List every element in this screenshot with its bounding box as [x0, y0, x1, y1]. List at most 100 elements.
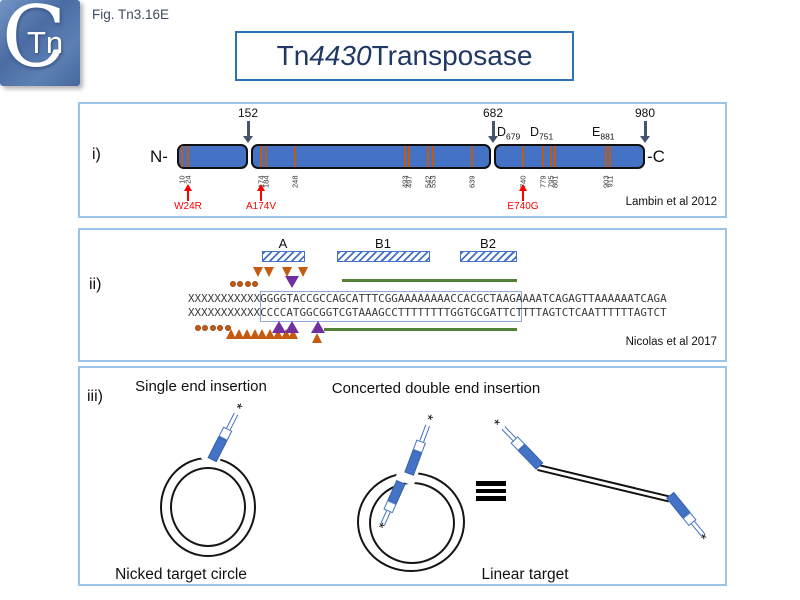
logo-c-glyph: C: [2, 0, 67, 86]
residue-tick: [265, 146, 267, 167]
nick-dot-icon: [210, 325, 216, 331]
tick-label: 553: [428, 175, 438, 189]
nick-dot-icon: [237, 281, 243, 287]
region-a-label: A: [278, 236, 288, 251]
c-terminus-label: -C: [647, 147, 665, 166]
sequence-bottom-strand: XXXXXXXXXXXCCCCATGGCGGTCGTAAAGCCTTTTTTTT…: [188, 306, 667, 319]
citation-lambin: Lambin et al 2012: [625, 196, 717, 208]
transposon-end-arm: *: [665, 491, 713, 547]
boundary-arrow-icon: [488, 136, 498, 143]
cleavage-triangle-icon: [273, 329, 283, 339]
title-prefix: Tn: [276, 40, 310, 71]
residue-d679: D679: [497, 125, 521, 142]
linear-target-dna: [537, 464, 671, 503]
heading-double-end: Concerted double end insertion: [331, 380, 541, 397]
nick-dot-icon: [230, 281, 236, 287]
residue-tick: [294, 146, 296, 167]
domain-3-catalytic: [494, 144, 645, 169]
hatched-region-icon: [262, 251, 305, 262]
panel-insertion-products: iii) Single end insertion Concerted doub…: [78, 366, 727, 586]
transposon-end-arm: *: [207, 400, 246, 463]
nick-dot-icon: [202, 325, 208, 331]
n-terminus-label: N-: [150, 147, 168, 166]
residue-tick: [408, 146, 410, 167]
cleavage-triangle-icon: [288, 329, 298, 339]
tick-label: 639: [467, 175, 477, 189]
boundary-arrow-icon: [243, 136, 253, 143]
mutation-arrow-icon: [257, 184, 265, 191]
cleavage-triangle-icon: [312, 333, 322, 343]
boundary-152: 152: [237, 106, 259, 120]
target-circle-inner: [170, 467, 246, 547]
panel-end-sequence: ii) A B1 B2 XXXXXXXXXXXGGGGTACCGCCAGCATT…: [78, 228, 727, 362]
residue-tick: [554, 146, 556, 167]
residue-tick: [609, 146, 611, 167]
tick-label: 184: [261, 175, 271, 189]
panel-iii-label: iii): [87, 388, 103, 405]
residue-d751: D751: [530, 125, 554, 142]
boundary-arrow-icon: [492, 121, 495, 137]
region-b2-label: B2: [480, 236, 496, 251]
residue-tick: [187, 146, 189, 167]
transposon-end-blue: [207, 436, 228, 463]
tick-label: 801: [550, 175, 560, 189]
transposon-end-arm: *: [491, 416, 544, 471]
cleavage-triangle-icon: [281, 329, 291, 339]
residue-tick: [471, 146, 473, 167]
residue-tick: [404, 146, 406, 167]
hatched-region-icon: [337, 251, 430, 262]
mutation-e740g: E740G: [507, 201, 539, 212]
tick-label: 740: [518, 175, 528, 189]
residue-tick: [605, 146, 607, 167]
cleavage-triangle-icon: [282, 267, 292, 277]
cleavage-triangle-icon: [253, 267, 263, 277]
residue-tick: [432, 146, 434, 167]
mutation-arrow-icon: [522, 190, 524, 201]
transposon-end-arm: *: [403, 411, 436, 476]
panel-ii-label: ii): [89, 276, 102, 293]
boundary-arrow-icon: [247, 121, 250, 137]
flank-asterisk: *: [374, 519, 387, 538]
protection-line-bottom: [324, 328, 517, 331]
cleavage-triangle-icon: [265, 329, 275, 339]
mutation-arrow-icon: [187, 190, 189, 201]
protection-line-top: [342, 279, 517, 282]
transposon-end-blue: [518, 444, 544, 470]
flank-dna: [225, 412, 238, 430]
caption-linear-target: Linear target: [481, 566, 569, 583]
title-element-name: 4430: [309, 40, 372, 71]
residue-tick: [550, 146, 552, 167]
cleavage-triangle-icon: [257, 329, 267, 339]
nick-dot-icon: [252, 281, 258, 287]
nick-dot-icon: [195, 325, 201, 331]
residue-tick: [522, 146, 524, 167]
equivalence-icon: [476, 481, 506, 486]
sequence-top-strand: XXXXXXXXXXXGGGGTACCGCCAGCATTTCGGAAAAAAAA…: [188, 292, 667, 305]
residue-tick: [542, 146, 544, 167]
domain-2: [251, 144, 491, 169]
tick-label: 911: [605, 175, 615, 188]
boundary-980: 980: [634, 106, 656, 120]
ir-sequence-box: [260, 291, 522, 322]
panel-domain-map: i) N- -C 152 682 980 D679 D751 E881: [78, 102, 727, 218]
logo-tn-glyph: Tn: [27, 25, 64, 60]
heading-single-end: Single end insertion: [135, 378, 267, 395]
hatched-region-icon: [460, 251, 517, 262]
boundary-682: 682: [482, 106, 504, 120]
nick-dot-icon: [245, 281, 251, 287]
equivalence-icon: [476, 488, 506, 493]
cleavage-triangle-icon: [250, 329, 260, 339]
tncentral-logo: C Tn: [0, 0, 80, 86]
boundary-arrow-icon: [640, 136, 650, 143]
boundary-arrow-icon: [644, 121, 647, 137]
residue-tick: [427, 146, 429, 167]
mutation-arrow-icon: [260, 190, 262, 201]
tick-label: 24: [183, 175, 193, 184]
tick-label: 248: [290, 175, 300, 189]
cleavage-triangle-icon: [298, 267, 308, 277]
mutation-arrow-icon: [184, 184, 192, 191]
flank-dna: [418, 424, 430, 443]
cleavage-triangle-icon: [264, 267, 274, 277]
